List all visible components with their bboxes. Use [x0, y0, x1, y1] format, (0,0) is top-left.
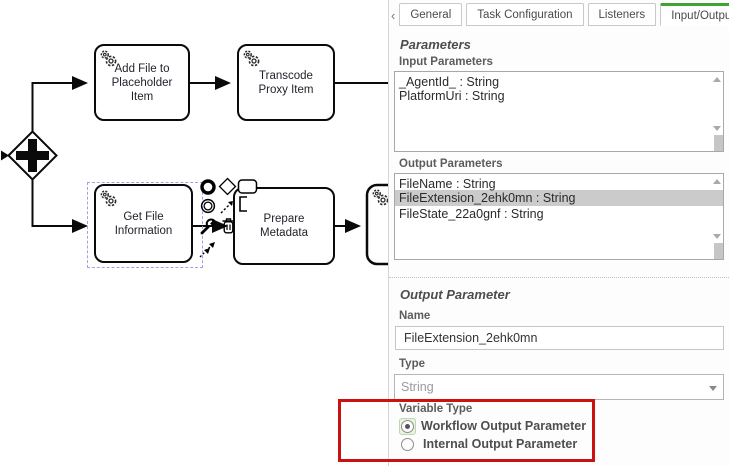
list-item[interactable]: _AgentId_ : String — [399, 75, 500, 89]
bpmn-canvas[interactable]: Add File to Placeholder Item Transcode P… — [0, 0, 389, 466]
tab-input-output[interactable]: Input/Output — [660, 3, 729, 26]
connect-flows-icon[interactable] — [199, 238, 218, 259]
properties-panel: ‹ General Task Configuration Listeners I… — [388, 0, 729, 466]
type-select[interactable]: String — [394, 374, 724, 400]
section-divider — [389, 277, 729, 278]
type-label: Type — [399, 358, 425, 370]
output-parameters-list[interactable]: FileName : String FileExtension_2ehk0mn … — [394, 173, 724, 260]
radio-label: Workflow Output Parameter — [421, 419, 587, 433]
task-label-line: Get File — [123, 210, 164, 223]
parameters-heading: Parameters — [400, 37, 471, 52]
tab-bar: ‹ General Task Configuration Listeners I… — [391, 2, 729, 26]
task-partial-right[interactable] — [365, 183, 389, 266]
output-parameter-heading: Output Parameter — [400, 287, 510, 302]
wrench-change-type-icon[interactable] — [199, 217, 218, 236]
append-task-icon[interactable] — [237, 178, 258, 195]
incoming-flow-arrowhead — [1, 150, 9, 161]
service-task-gear-icon — [100, 190, 117, 207]
tab-task-configuration[interactable]: Task Configuration — [466, 3, 584, 26]
scrollbar-thumb[interactable] — [714, 243, 723, 259]
service-task-gear-icon — [100, 50, 117, 67]
task-label-line: Prepare — [263, 213, 305, 225]
chevron-down-icon — [709, 386, 717, 391]
radio-label: Internal Output Parameter — [423, 437, 578, 451]
task-get-file-information[interactable]: Get File Information — [94, 184, 193, 263]
append-intermediate-event-icon[interactable] — [199, 197, 217, 215]
append-gateway-icon[interactable] — [218, 177, 237, 196]
scrollbar-thumb[interactable] — [714, 135, 723, 151]
tab-general[interactable]: General — [399, 3, 463, 26]
service-task-gear-icon — [243, 50, 260, 67]
task-label-line: Placeholder — [111, 76, 173, 89]
tab-listeners[interactable]: Listeners — [587, 3, 657, 26]
connect-icon[interactable] — [219, 199, 236, 216]
text-annotation-icon[interactable] — [236, 195, 249, 214]
name-input[interactable] — [395, 326, 724, 350]
task-label-line: Metadata — [260, 227, 308, 239]
list-item[interactable]: FileName : String — [399, 177, 496, 191]
name-label: Name — [399, 310, 431, 322]
input-parameters-label: Input Parameters — [399, 56, 493, 68]
type-select-value: String — [401, 380, 434, 394]
task-label-line: Add File to — [114, 62, 170, 75]
task-label-line: Item — [130, 90, 154, 103]
radio-focus-highlight — [399, 417, 416, 435]
trash-delete-icon[interactable] — [220, 216, 237, 235]
task-add-file-to-placeholder-item[interactable]: Add File to Placeholder Item — [94, 44, 190, 121]
task-label-line: Information — [114, 224, 173, 237]
radio-workflow-output-parameter[interactable]: Workflow Output Parameter — [399, 417, 587, 435]
list-item-selected[interactable]: FileExtension_2ehk0mn : String — [395, 190, 723, 206]
task-prepare-metadata[interactable]: Prepare Metadata — [233, 187, 335, 265]
tab-scroll-left-icon[interactable]: ‹ — [391, 7, 396, 23]
task-label-line: Proxy Item — [258, 83, 314, 96]
scrollbar-down-icon[interactable] — [713, 234, 721, 239]
scrollbar-down-icon[interactable] — [713, 126, 721, 131]
task-label-line: Transcode — [259, 69, 313, 82]
list-item[interactable]: PlatformUri : String — [399, 89, 505, 103]
radio-selected-icon[interactable] — [401, 419, 414, 433]
radio-internal-output-parameter[interactable]: Internal Output Parameter — [399, 436, 577, 452]
sequence-flows — [1, 76, 389, 266]
input-parameters-list[interactable]: _AgentId_ : String PlatformUri : String — [394, 71, 724, 152]
variable-type-label: Variable Type — [399, 403, 473, 415]
scrollbar-up-icon[interactable] — [713, 179, 721, 184]
output-parameters-label: Output Parameters — [399, 158, 503, 170]
parallel-gateway[interactable] — [7, 130, 58, 181]
task-transcode-proxy-item[interactable]: Transcode Proxy Item — [237, 44, 335, 121]
context-pad — [199, 177, 261, 269]
service-task-gear-icon — [372, 189, 389, 206]
radio-unselected-icon[interactable] — [401, 437, 414, 451]
scrollbar-up-icon[interactable] — [713, 77, 721, 82]
append-end-event-icon[interactable] — [199, 178, 217, 196]
list-item[interactable]: FileState_22a0gnf : String — [399, 207, 544, 221]
